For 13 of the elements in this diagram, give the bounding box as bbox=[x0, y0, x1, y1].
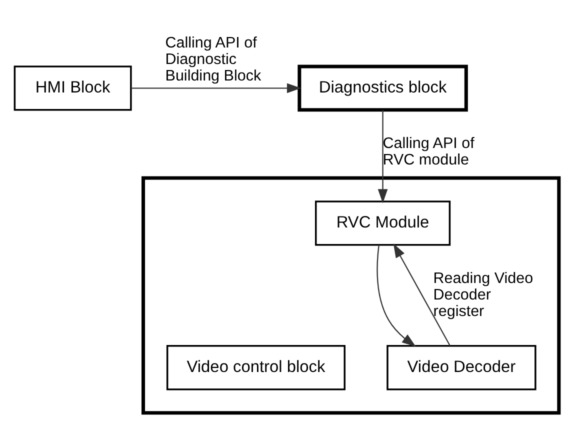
arrow bbox=[376, 244, 416, 347]
edge-label: Calling API of RVC module bbox=[382, 134, 474, 168]
node-box: Video control block bbox=[166, 345, 346, 390]
arrow bbox=[393, 243, 451, 346]
cluster bbox=[142, 176, 561, 415]
node-box: Diagnostics block bbox=[298, 64, 468, 112]
node-box: RVC Module bbox=[314, 200, 451, 246]
arrow bbox=[131, 83, 302, 94]
arrow bbox=[378, 110, 388, 204]
node-box: Video Decoder bbox=[386, 345, 536, 390]
edge-label: Calling API of Diagnostic Building Block bbox=[165, 34, 262, 84]
node-box: HMI Block bbox=[14, 66, 132, 111]
edge-label: Reading Video Decoder register bbox=[433, 270, 534, 320]
